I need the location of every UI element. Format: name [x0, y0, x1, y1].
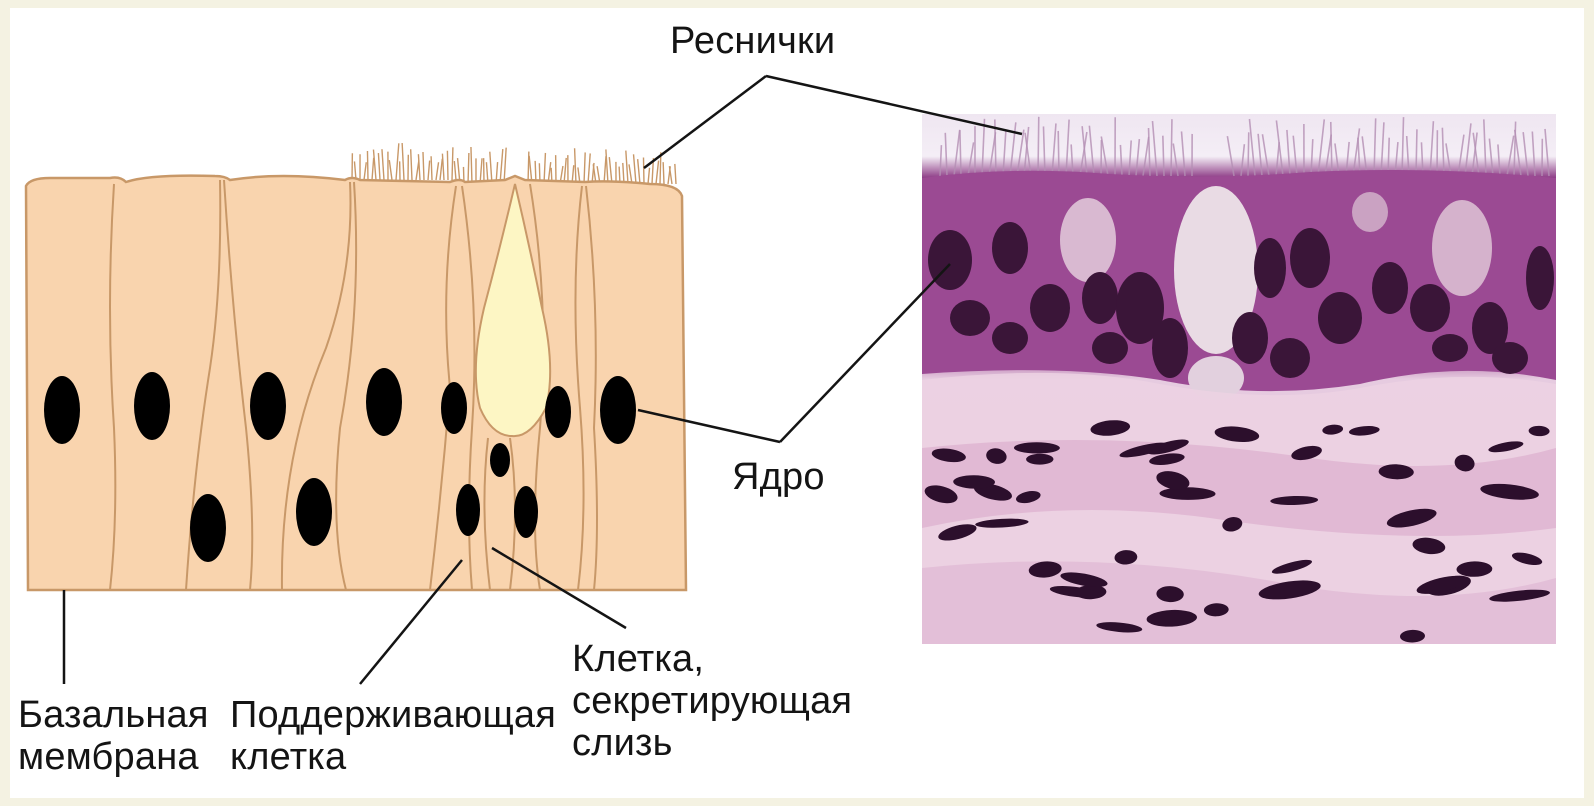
cilium [588, 153, 590, 184]
leader-cilia-micrograph [766, 76, 1022, 134]
label-secreting-cell: Клетка, секретирующая слизь [572, 638, 852, 764]
cilium [436, 162, 439, 180]
cilium [423, 152, 424, 180]
label-basal-membrane: Базальная мембрана [18, 694, 209, 778]
label-secreting-line-1: Клетка, [572, 638, 852, 680]
cilium [372, 158, 374, 180]
cilium [609, 157, 612, 184]
label-support-line-1: Поддерживающая [230, 694, 556, 736]
label-nucleus-text: Ядро [732, 456, 825, 498]
label-supporting-cell: Поддерживающая клетка [230, 694, 556, 778]
cilium [402, 143, 404, 180]
cilium [440, 159, 442, 180]
nucleus [1092, 332, 1128, 364]
cilium [447, 151, 448, 180]
cilium [1058, 131, 1059, 176]
label-secreting-line-3: слизь [572, 722, 852, 764]
nucleus [1526, 246, 1554, 310]
cilium [411, 149, 412, 180]
cilium [634, 154, 636, 184]
nucleus [600, 376, 636, 444]
nucleus [1492, 342, 1528, 374]
cilium [675, 164, 676, 184]
label-support-line-2: клетка [230, 736, 556, 778]
cilium [382, 149, 384, 180]
label-basal-line-1: Базальная [18, 694, 209, 736]
cilium [378, 153, 380, 180]
nucleus [1152, 318, 1188, 378]
schematic-epithelium [26, 143, 686, 590]
nucleus [1232, 312, 1268, 364]
cilium [626, 151, 628, 184]
cilium [442, 154, 444, 180]
nucleus [1432, 334, 1468, 362]
cilium [418, 154, 420, 180]
cilium [471, 147, 472, 184]
nucleus [545, 386, 571, 438]
histology-micrograph [922, 114, 1556, 644]
cilium [454, 161, 456, 180]
nucleus [1254, 238, 1286, 298]
cilium [396, 143, 399, 180]
cilium [544, 153, 545, 184]
cilium [500, 149, 503, 184]
leader-cilia-schematic [644, 76, 766, 168]
cilium [663, 162, 664, 184]
cilium [643, 157, 644, 184]
nucleus [1290, 228, 1330, 288]
cilium [490, 152, 492, 184]
nucleus [992, 322, 1028, 354]
label-nucleus: Ядро [732, 456, 825, 498]
cilium [638, 159, 640, 184]
cilium [1171, 119, 1172, 176]
nucleus [296, 478, 332, 546]
cilium [367, 151, 368, 180]
label-cilia-text: Реснички [670, 20, 835, 62]
nucleus [366, 368, 402, 436]
cilium [648, 168, 650, 184]
cilium [428, 161, 430, 180]
cilium [656, 161, 659, 184]
nucleus [1410, 284, 1450, 332]
nucleus [1082, 272, 1118, 324]
nucleus [1270, 338, 1310, 378]
cilium [604, 156, 606, 184]
label-basal-line-2: мембрана [18, 736, 209, 778]
nucleus [134, 372, 170, 440]
nucleus [950, 300, 990, 336]
label-secreting-line-2: секретирующая [572, 680, 852, 722]
nucleus [190, 494, 226, 562]
figure-stage: Реснички Ядро Базальная мембрана Поддерж… [10, 8, 1584, 798]
nucleus [44, 376, 80, 444]
cilium [584, 152, 585, 184]
nucleus [1372, 262, 1408, 314]
cilium [1248, 132, 1249, 176]
nucleus [250, 372, 286, 440]
cilium [960, 130, 961, 176]
cilium [452, 147, 453, 180]
cilium [1416, 129, 1417, 176]
nucleus [1318, 292, 1362, 344]
nucleus [992, 222, 1028, 274]
nucleus [490, 443, 510, 477]
nucleus [1030, 284, 1070, 332]
cilium [431, 156, 432, 180]
cilium [606, 149, 608, 184]
cilium [1038, 117, 1039, 176]
cilium [468, 153, 469, 184]
nucleus [441, 382, 467, 434]
cilium [364, 162, 366, 180]
nucleus [514, 486, 538, 538]
label-cilia: Реснички [670, 20, 835, 62]
nucleus [456, 484, 480, 536]
cilium [575, 148, 576, 184]
cilium [389, 160, 392, 180]
